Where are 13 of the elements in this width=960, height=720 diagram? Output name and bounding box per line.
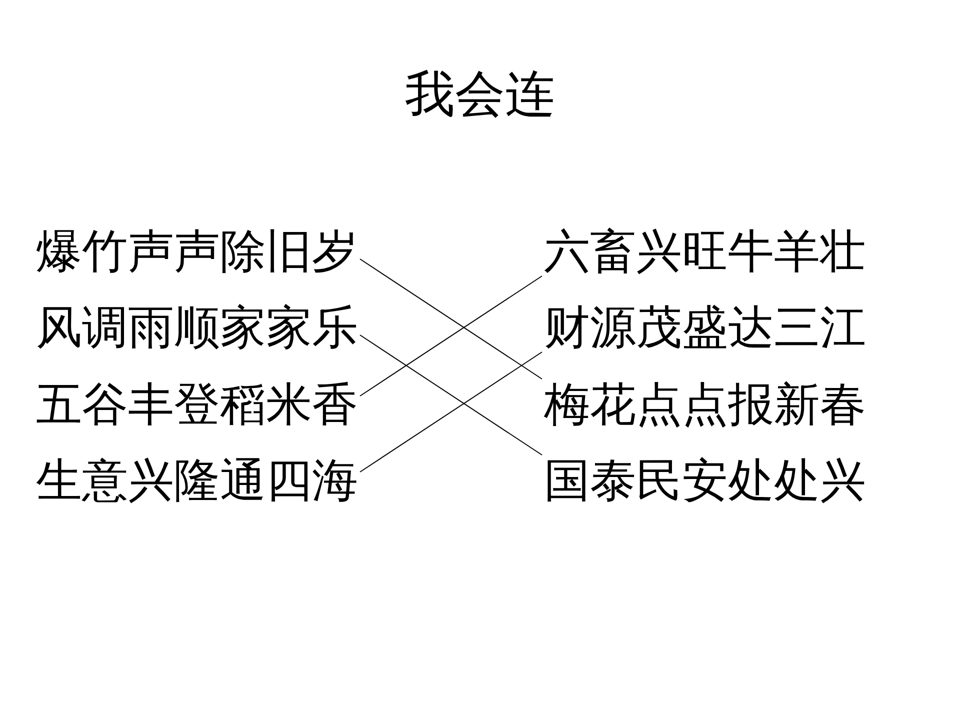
phrase-text: 梅花点点报新春 bbox=[544, 377, 866, 431]
phrase-text: 五谷丰登稻米香 bbox=[36, 377, 358, 431]
connecting-line bbox=[360, 352, 542, 472]
phrase-text: 六畜兴旺牛羊壮 bbox=[544, 224, 866, 278]
connecting-line bbox=[360, 258, 542, 380]
phrase-text: 国泰民安处处兴 bbox=[544, 453, 866, 507]
phrase-text: 财源茂盛达三江 bbox=[544, 300, 866, 354]
phrase-text: 生意兴隆通四海 bbox=[36, 453, 358, 507]
phrase-text: 爆竹声声除旧岁 bbox=[36, 224, 358, 278]
phrase-text: 风调雨顺家家乐 bbox=[36, 300, 358, 354]
connecting-line bbox=[360, 276, 542, 396]
title: 我会连 bbox=[405, 64, 555, 124]
connecting-line bbox=[360, 334, 542, 456]
